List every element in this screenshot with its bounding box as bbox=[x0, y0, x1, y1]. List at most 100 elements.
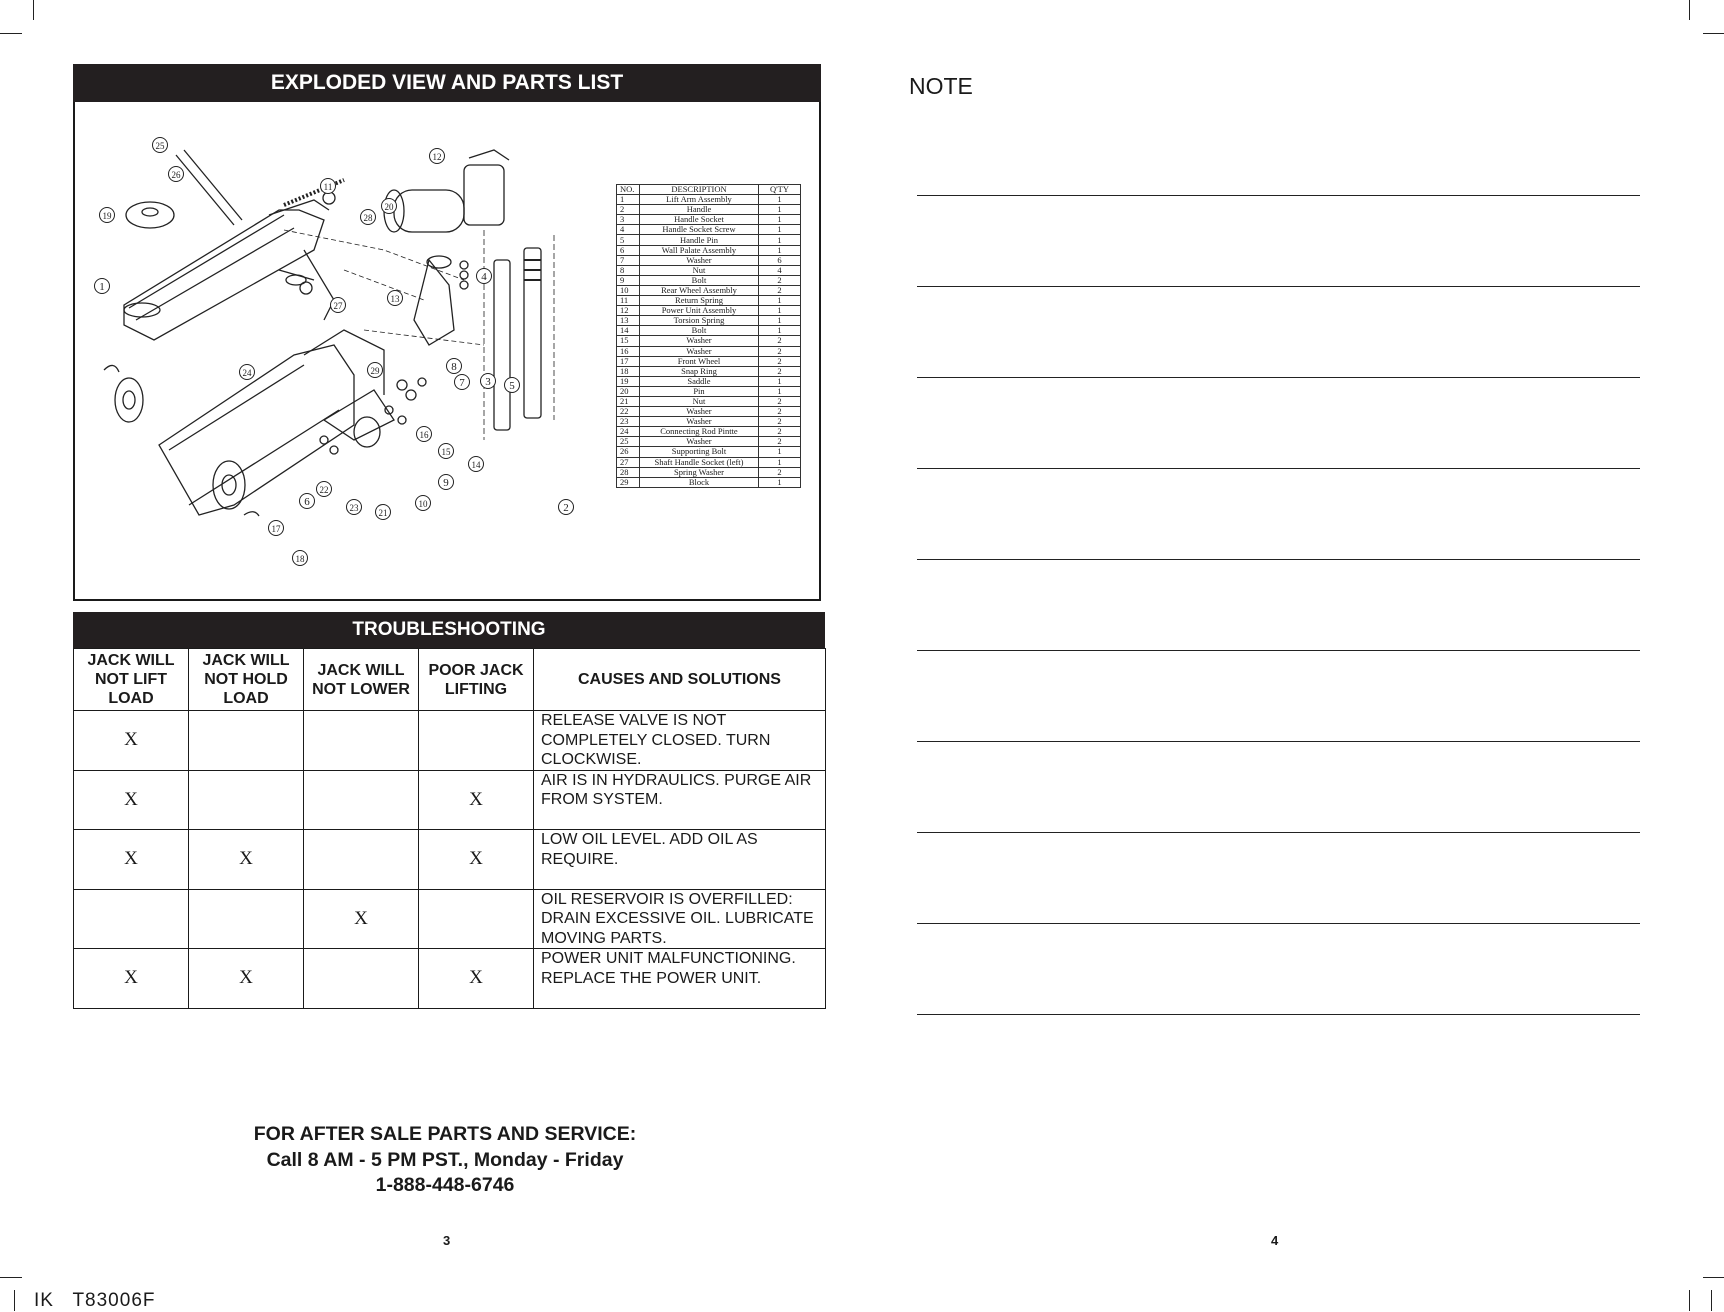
callout-number: 3 bbox=[485, 376, 491, 388]
crop-mark bbox=[1689, 0, 1690, 20]
parts-cell-desc: Handle Pin bbox=[639, 234, 759, 246]
symptom-mark: X bbox=[188, 948, 304, 1009]
parts-cell-no: 24 bbox=[616, 426, 640, 438]
parts-cell-no: 28 bbox=[616, 466, 640, 478]
callout-number: 27 bbox=[334, 301, 344, 311]
callout-number: 2 bbox=[563, 502, 569, 514]
part-callout: 15 bbox=[438, 443, 454, 459]
part-callout: 1 bbox=[94, 278, 110, 294]
troubleshooting-row: X RELEASE VALVE IS NOT COMPLETELY CLOSED.… bbox=[73, 710, 826, 771]
symptom-mark: X bbox=[73, 948, 189, 1009]
part-callout: 9 bbox=[438, 474, 454, 490]
part-callout: 8 bbox=[446, 358, 462, 374]
crop-mark bbox=[0, 1277, 22, 1278]
parts-cell-desc: Shaft Handle Socket (left) bbox=[639, 456, 759, 468]
part-callout: 2 bbox=[558, 499, 574, 515]
parts-cell-no: 14 bbox=[616, 325, 640, 337]
part-callout: 18 bbox=[292, 550, 308, 566]
support-bolt-drawing bbox=[175, 149, 243, 226]
part-callout: 14 bbox=[468, 456, 484, 472]
parts-cell-qty: 1 bbox=[758, 385, 801, 397]
parts-cell-no: 23 bbox=[616, 416, 640, 428]
callout-number: 8 bbox=[451, 361, 457, 373]
callout-number: 28 bbox=[364, 213, 374, 223]
callout-number: 7 bbox=[459, 377, 465, 389]
parts-header-qty: Q'TY bbox=[758, 183, 801, 196]
parts-cell-desc: Return Spring bbox=[639, 295, 759, 307]
troubleshooting-header-row: JACK WILL NOT LIFT LOAD JACK WILL NOT HO… bbox=[73, 648, 826, 711]
parts-cell-qty: 1 bbox=[758, 204, 801, 216]
header-not-lift: JACK WILL NOT LIFT LOAD bbox=[73, 648, 189, 711]
parts-cell-desc: Snap Ring bbox=[639, 365, 759, 377]
service-hours: Call 8 AM - 5 PM PST., Monday - Friday bbox=[266, 1148, 624, 1171]
symptom-mark bbox=[418, 710, 534, 771]
parts-cell-desc: Handle Socket Screw bbox=[639, 224, 759, 236]
parts-cell-desc: Handle bbox=[639, 204, 759, 216]
note-writing-line bbox=[917, 377, 1640, 378]
symptom-mark bbox=[188, 710, 304, 771]
exploded-view-title: EXPLODED VIEW AND PARTS LIST bbox=[73, 64, 821, 102]
parts-cell-no: 22 bbox=[616, 406, 640, 418]
parts-cell-no: 21 bbox=[616, 395, 640, 408]
parts-cell-desc: Spring Washer bbox=[639, 466, 759, 478]
parts-cell-qty: 2 bbox=[758, 345, 801, 357]
parts-cell-qty: 1 bbox=[758, 295, 801, 307]
part-callout: 20 bbox=[381, 198, 397, 214]
crop-mark bbox=[1703, 33, 1724, 34]
parts-cell-desc: Washer bbox=[639, 406, 759, 418]
symptom-mark: X bbox=[73, 769, 189, 830]
parts-cell-desc: Rear Wheel Assembly bbox=[639, 284, 759, 297]
symptom-mark: X bbox=[73, 710, 189, 771]
symptom-mark: X bbox=[418, 948, 534, 1009]
part-callout: 24 bbox=[239, 364, 255, 380]
exploded-view-diagram: 1234567891011121314151617181920212223242… bbox=[94, 137, 574, 566]
callout-number: 15 bbox=[442, 447, 452, 457]
parts-table-header-row: NO. DESCRIPTION Q'TY bbox=[616, 183, 801, 196]
parts-cell-desc: Nut bbox=[639, 395, 759, 408]
note-writing-line bbox=[917, 650, 1640, 651]
part-callout: 5 bbox=[504, 377, 520, 393]
parts-cell-no: 27 bbox=[616, 456, 640, 468]
service-heading: FOR AFTER SALE PARTS AND SERVICE: bbox=[253, 1123, 637, 1145]
part-callout: 28 bbox=[360, 209, 376, 225]
parts-cell-no: 11 bbox=[616, 295, 640, 307]
parts-cell-desc: Wall Palate Assembly bbox=[639, 244, 759, 256]
parts-cell-qty: 2 bbox=[758, 274, 801, 286]
note-title: NOTE bbox=[909, 73, 973, 99]
parts-cell-qty: 1 bbox=[758, 305, 801, 317]
part-callout: 7 bbox=[454, 374, 470, 390]
symptom-mark: X bbox=[418, 829, 534, 890]
callout-number: 24 bbox=[243, 368, 253, 378]
parts-cell-qty: 6 bbox=[758, 254, 801, 266]
parts-cell-desc: Washer bbox=[639, 436, 759, 448]
parts-cell-no: 16 bbox=[616, 345, 640, 357]
callout-number: 18 bbox=[296, 554, 306, 564]
parts-cell-desc: Torsion Spring bbox=[639, 315, 759, 327]
cause-solution-text: POWER UNIT MALFUNCTIONING. REPLACE THE P… bbox=[533, 948, 826, 1009]
parts-header-description: DESCRIPTION bbox=[639, 183, 759, 196]
crop-mark bbox=[33, 0, 34, 20]
parts-cell-no: 6 bbox=[616, 244, 640, 256]
note-writing-line bbox=[917, 1014, 1640, 1015]
page-number-right: 4 bbox=[1271, 1233, 1279, 1248]
parts-cell-desc: Washer bbox=[639, 335, 759, 347]
parts-cell-desc: Power Unit Assembly bbox=[639, 305, 759, 317]
callout-number: 12 bbox=[433, 152, 442, 162]
cause-solution-text: RELEASE VALVE IS NOT COMPLETELY CLOSED. … bbox=[533, 710, 826, 771]
parts-cell-desc: Pin bbox=[639, 385, 759, 397]
symptom-mark bbox=[303, 769, 419, 830]
crop-mark bbox=[0, 33, 22, 34]
